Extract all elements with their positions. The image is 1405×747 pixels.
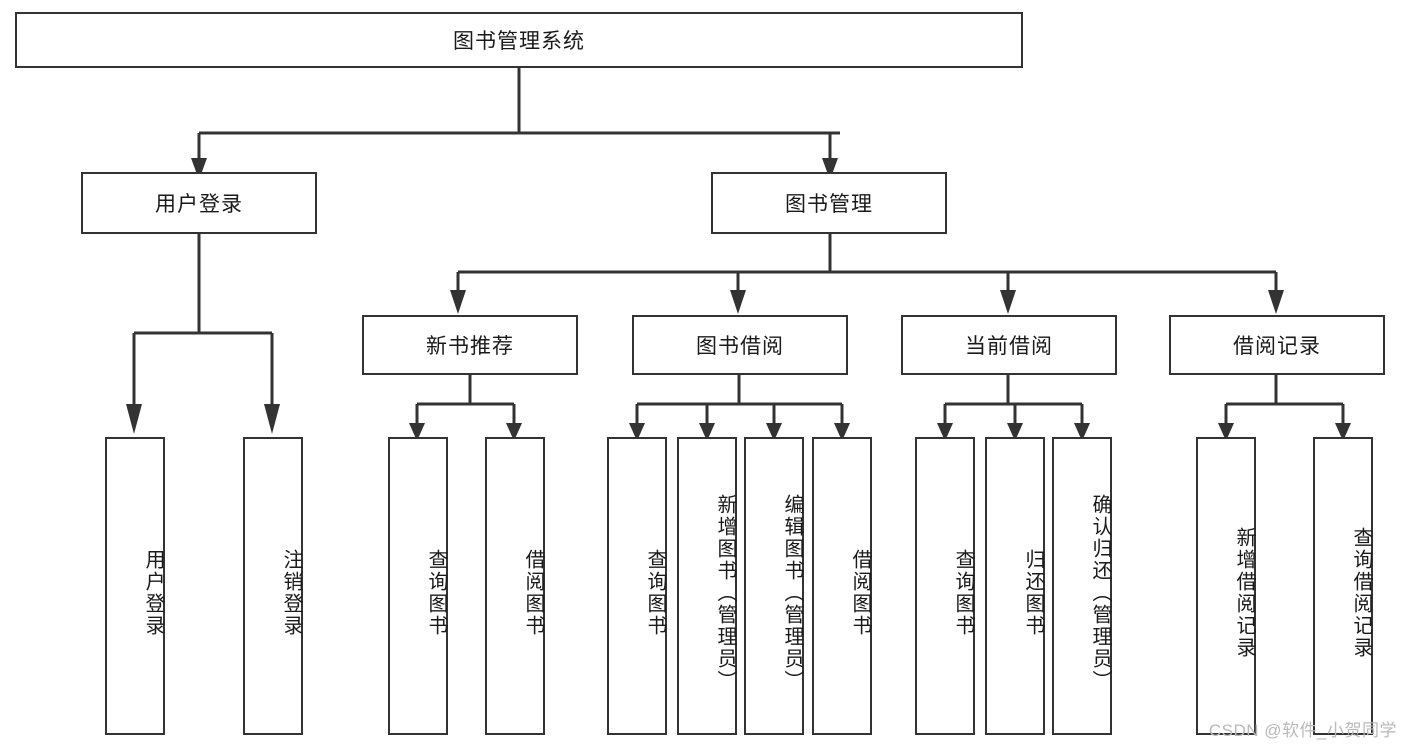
- node-book-management[interactable]: 图书管理: [711, 172, 947, 234]
- leaf-record-query-record[interactable]: 查询借阅记录: [1313, 437, 1373, 735]
- leaf-borrow-borrow-book[interactable]: 借阅图书: [812, 437, 872, 735]
- node-label: 图书借阅: [696, 335, 784, 358]
- leaf-current-confirm-return-admin[interactable]: 确认归还（管理员）: [1052, 437, 1112, 735]
- node-label: 查询图书: [425, 549, 447, 637]
- node-label: 注销登录: [280, 549, 302, 637]
- node-label: 借阅图书: [522, 549, 544, 637]
- node-current-borrow[interactable]: 当前借阅: [901, 315, 1117, 375]
- node-borrow-record[interactable]: 借阅记录: [1169, 315, 1385, 375]
- node-label: 新书推荐: [426, 335, 514, 358]
- leaf-recommend-query-book[interactable]: 查询图书: [388, 437, 448, 735]
- leaf-user-login[interactable]: 用户登录: [105, 437, 165, 735]
- leaf-borrow-add-book-admin[interactable]: 新增图书（管理员）: [677, 437, 737, 735]
- node-label: 借阅记录: [1233, 335, 1321, 358]
- leaf-borrow-query-book[interactable]: 查询图书: [607, 437, 667, 735]
- node-label: 查询图书: [644, 549, 666, 637]
- node-book-borrow[interactable]: 图书借阅: [632, 315, 848, 375]
- node-label: 查询图书: [952, 549, 974, 637]
- node-user-login[interactable]: 用户登录: [81, 172, 317, 234]
- node-label: 图书管理: [785, 193, 873, 216]
- leaf-borrow-edit-book-admin[interactable]: 编辑图书（管理员）: [744, 437, 804, 735]
- leaf-current-return-book[interactable]: 归还图书: [985, 437, 1045, 735]
- node-label: 用户登录: [142, 549, 164, 637]
- leaf-current-query-book[interactable]: 查询图书: [915, 437, 975, 735]
- leaf-recommend-borrow-book[interactable]: 借阅图书: [485, 437, 545, 735]
- node-label: 确认归还（管理员）: [1089, 494, 1111, 692]
- node-label: 归还图书: [1022, 549, 1044, 637]
- leaf-user-logout[interactable]: 注销登录: [243, 437, 303, 735]
- node-label: 借阅图书: [849, 549, 871, 637]
- node-root-system[interactable]: 图书管理系统: [15, 12, 1023, 68]
- node-label: 当前借阅: [965, 335, 1053, 358]
- node-label: 新增图书（管理员）: [714, 494, 736, 692]
- node-label: 查询借阅记录: [1350, 527, 1372, 659]
- node-label: 用户登录: [155, 193, 243, 216]
- node-label: 新增借阅记录: [1233, 527, 1255, 659]
- node-new-book-recommend[interactable]: 新书推荐: [362, 315, 578, 375]
- watermark: CSDN @软件_小贺同学: [1208, 721, 1397, 740]
- leaf-record-add-record[interactable]: 新增借阅记录: [1196, 437, 1256, 735]
- node-label: 图书管理系统: [453, 30, 585, 53]
- node-label: 编辑图书（管理员）: [781, 494, 803, 692]
